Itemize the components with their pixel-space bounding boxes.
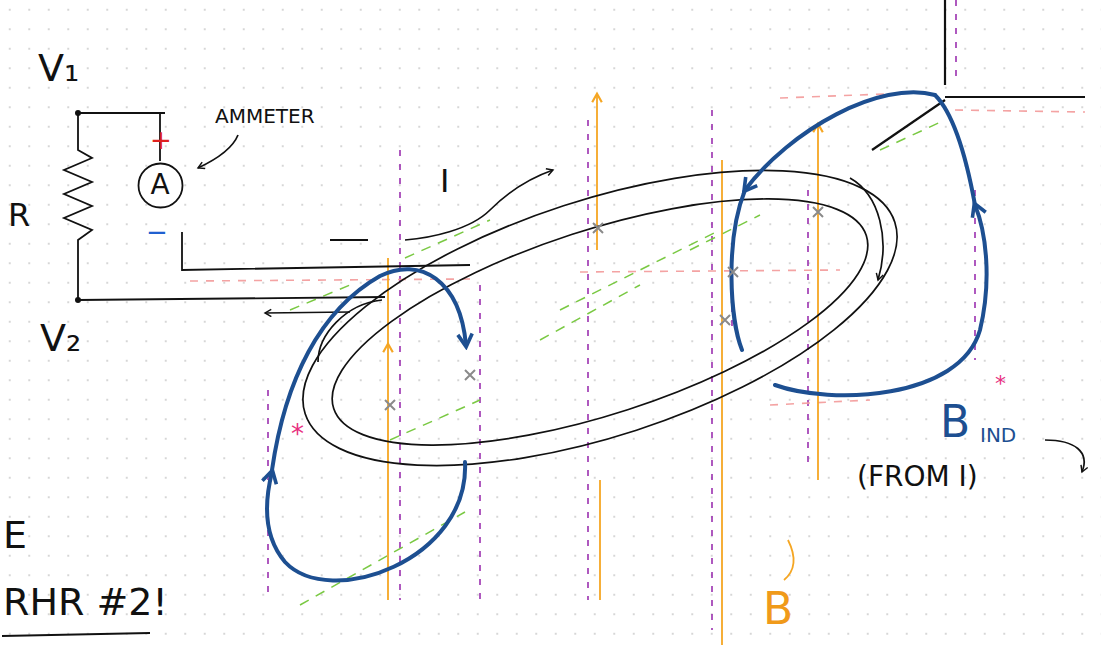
into-page-mark	[813, 207, 823, 217]
resistor-symbol	[64, 113, 92, 300]
direction-arrow	[850, 178, 883, 280]
circuit-wire	[330, 239, 368, 241]
field-line-green	[560, 230, 720, 310]
field-line-dashed	[807, 190, 809, 470]
field-line-pink	[190, 279, 470, 281]
field-label: B	[763, 585, 793, 633]
note-text: RHR #2!	[3, 582, 168, 624]
note-text: (FROM I)	[857, 462, 978, 493]
underline	[2, 633, 150, 636]
axis-cross	[945, 96, 1085, 98]
circuit-wire	[78, 297, 385, 300]
induced-field-loop	[267, 92, 987, 580]
field-line-dashed	[399, 150, 401, 600]
into-page-mark	[465, 370, 475, 380]
induced-field-loop	[935, 95, 975, 205]
field-line-pink	[190, 94, 1085, 405]
induced-field-loop	[731, 190, 745, 350]
ammeter-letter: A	[150, 170, 169, 201]
terminal-dot	[75, 297, 81, 303]
field-label: B	[940, 398, 970, 446]
induced-field-loop	[775, 205, 987, 395]
current-loop	[305, 148, 894, 496]
direction-arrow	[198, 135, 238, 168]
terminal-dot	[75, 110, 81, 303]
voltage-label: V₂	[40, 318, 81, 360]
field-line-dashed	[974, 190, 976, 360]
direction-arrow	[198, 135, 1084, 472]
field-line-pink	[780, 94, 885, 98]
into-page-mark	[593, 223, 603, 233]
circuit-wire	[78, 112, 165, 114]
field-line-pink	[955, 110, 1085, 112]
field-line-green	[880, 120, 945, 150]
direction-arrow	[1045, 440, 1084, 472]
induced-field-loop	[272, 269, 466, 470]
field-line-green	[290, 120, 945, 605]
field-line-dashed	[955, 0, 957, 80]
induced-field-loop	[745, 92, 935, 190]
field-line-green	[540, 285, 640, 340]
magnetic-field-line	[387, 345, 389, 600]
field-line-green	[690, 215, 760, 250]
circuit-wire	[78, 113, 470, 300]
axis-cross	[872, 0, 1085, 150]
magnetic-field-line	[721, 160, 723, 645]
field-line-dashed	[711, 110, 713, 630]
polarity-sign: +	[150, 126, 172, 155]
resistor-label: R	[8, 198, 30, 233]
current-label: I	[440, 164, 449, 199]
induced-field-loop	[267, 462, 465, 580]
field-line-dashed	[268, 0, 975, 630]
note-text: E	[3, 515, 27, 557]
field-line-pink	[770, 400, 870, 405]
field-line-pink	[580, 270, 840, 272]
terminal-dot	[75, 110, 81, 116]
field-line-green	[300, 512, 465, 605]
direction-arrow	[318, 300, 382, 362]
subscript-label: IND	[980, 424, 1016, 446]
axis-cross	[872, 100, 945, 150]
field-line-green	[390, 400, 480, 440]
magnetic-field-line	[599, 480, 601, 600]
magnetic-field-line	[784, 540, 794, 580]
axis-cross	[944, 0, 946, 85]
asterisk-mark: *	[291, 420, 304, 449]
polarity-sign: −	[146, 218, 168, 247]
part-name: AMMETER	[215, 105, 315, 127]
into-page-mark	[720, 315, 730, 325]
field-line-dashed	[587, 120, 589, 600]
voltage-label: V₁	[38, 48, 79, 90]
ammeter-symbol: A	[137, 162, 184, 209]
into-page-mark	[385, 400, 395, 410]
current-loop	[269, 110, 932, 526]
current-loop	[269, 110, 932, 526]
resistor-symbol	[64, 113, 92, 300]
into-page-mark	[385, 207, 823, 410]
magnetic-field-line	[817, 125, 819, 480]
ammeter-circle	[138, 163, 182, 207]
into-page-mark	[728, 267, 738, 277]
asterisk-mark: *	[995, 372, 1006, 396]
direction-arrow	[405, 170, 553, 240]
